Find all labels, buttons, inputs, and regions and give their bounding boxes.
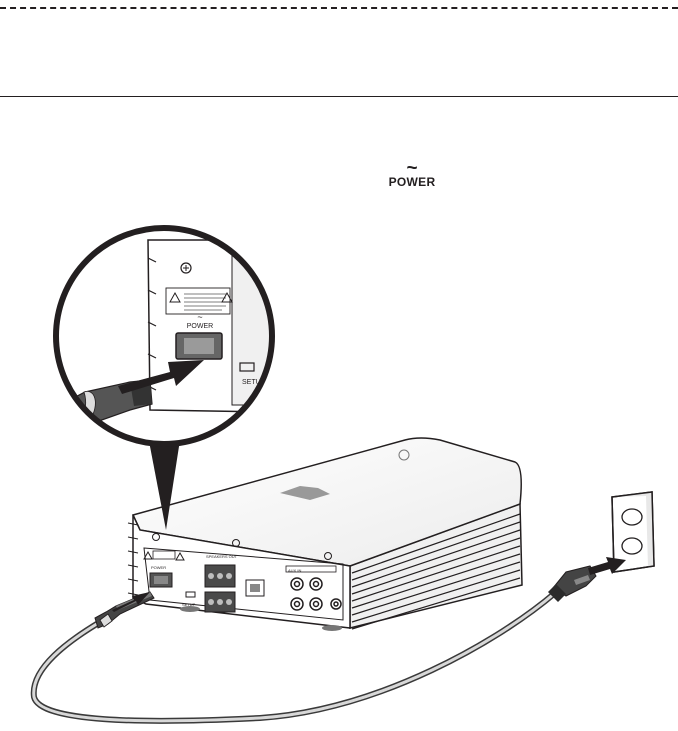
magnified-inset: ~ POWER SETUP — [56, 228, 282, 444]
amplifier-unit: POWER SETUP SPEAKERS OUT AUX IN — [128, 438, 522, 631]
unit-power-label: POWER — [151, 565, 166, 570]
unit-plug — [95, 592, 154, 628]
unit-speakers-label: SPEAKERS OUT — [206, 554, 238, 559]
outlet-socket-top — [622, 509, 642, 525]
inset-tilde-label: ~ — [197, 312, 202, 322]
wall-plug — [548, 566, 596, 602]
inset-power-label: POWER — [187, 323, 213, 330]
outlet-socket-bottom — [622, 538, 642, 554]
